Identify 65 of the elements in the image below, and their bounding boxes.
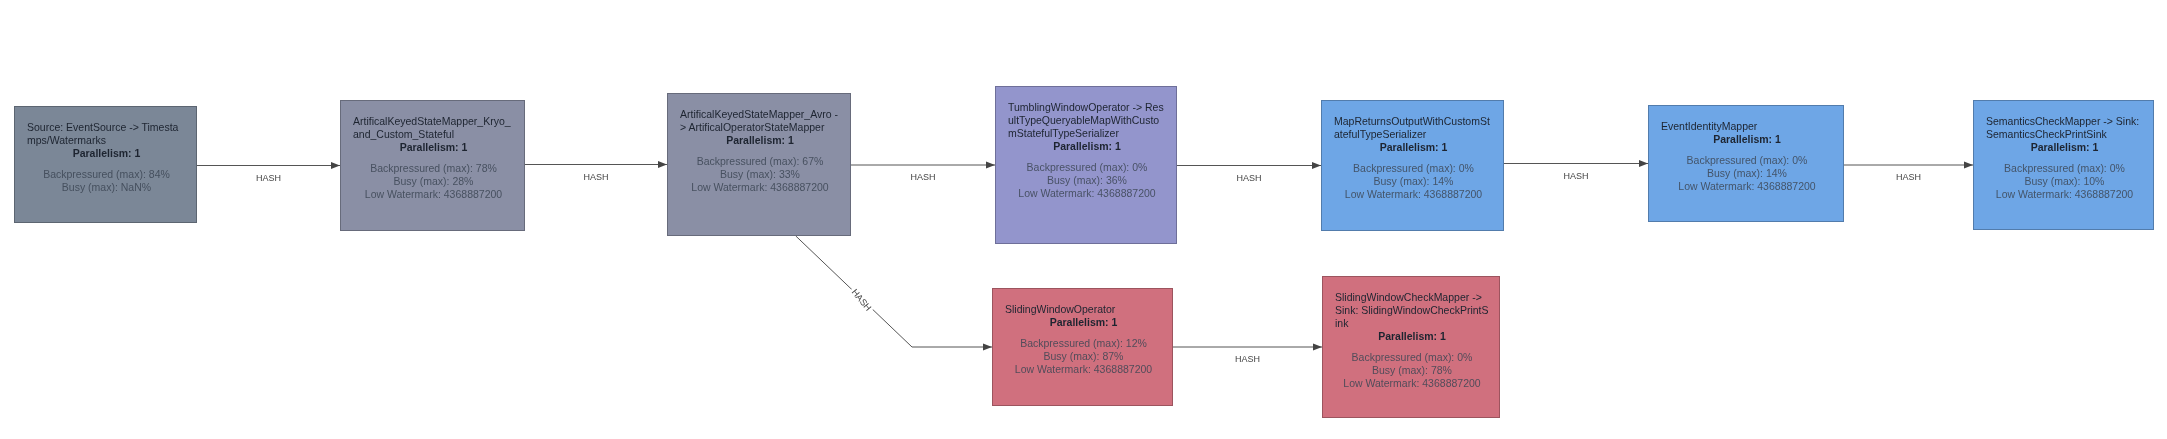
metric-text: Busy (max): 10% (2023, 175, 2106, 188)
edge-label: HASH (254, 172, 283, 183)
parallelism-text: Parallelism: 1 (1052, 140, 1122, 153)
operator-name: ArtificalKeyedStateMapper_Kryo_and_Custom_Stateful (353, 115, 512, 141)
edge-label: HASH (908, 172, 938, 182)
metric-text: Backpressured (max): 78% (369, 162, 498, 175)
metric-text: Backpressured (max): 12% (1019, 337, 1148, 350)
operator-box (14, 106, 197, 223)
operator-name: ArtificalKeyedStateMapper_Avro -> ArtificalOperatorStateMapper (680, 108, 839, 134)
arrow (1176, 161, 1322, 170)
operator-name: EventIdentityMapper (1661, 120, 1759, 133)
metric-text: Low Watermark: 4368887200 (1017, 187, 1157, 200)
arrow (1503, 159, 1649, 168)
edge-label: HASH (1561, 170, 1591, 181)
operator-name: SlidingWindowOperator (1005, 303, 1117, 316)
operator-name: SlidingWindowCheckMapper -> Sink: SlidingWindowCheckPrintSink (1335, 291, 1489, 330)
parallelism-text: Parallelism: 1 (2029, 141, 2100, 154)
parallelism-text: Parallelism: 1 (1378, 141, 1449, 154)
metric-text: Low Watermark: 4368887200 (1994, 188, 2135, 201)
arrow (1843, 161, 1974, 169)
metric-text: Low Watermark: 4368887200 (1342, 377, 1482, 390)
parallelism-text: Parallelism: 1 (725, 134, 795, 147)
operator-box (995, 86, 1177, 244)
operator-name: MapReturnsOutputWithCustomStatefulTypeSerializer (1334, 115, 1491, 141)
operator-box (992, 288, 1173, 406)
operator-box (1321, 100, 1504, 231)
metric-text: Low Watermark: 4368887200 (690, 181, 830, 194)
metric-text: Busy (max): 36% (1046, 174, 1128, 187)
metric-text: Low Watermark: 4368887200 (363, 188, 504, 201)
metric-text: Low Watermark: 4368887200 (1677, 180, 1817, 193)
edge-label: HASH (581, 171, 611, 182)
operator-box (667, 93, 851, 236)
metric-text: Busy (max): 14% (1706, 167, 1788, 180)
edge-label: HASH (1234, 172, 1264, 183)
edge-label: HASH (1233, 354, 1262, 364)
parallelism-text: Parallelism: 1 (398, 141, 469, 154)
parallelism-text: Parallelism: 1 (1712, 133, 1782, 146)
metric-text: Busy (max): 87% (1042, 350, 1125, 363)
metric-text: Busy (max): 28% (392, 175, 475, 188)
operator-box (1973, 100, 2154, 230)
edge-label: HASH (1894, 172, 1923, 182)
metric-text: Backpressured (max): 0% (1350, 351, 1474, 364)
parallelism-text: Parallelism: 1 (1048, 316, 1119, 329)
metric-text: Busy (max): 14% (1372, 175, 1455, 188)
operator-box (1648, 105, 1844, 222)
metric-text: Backpressured (max): 0% (1352, 162, 1475, 175)
parallelism-text: Parallelism: 1 (1377, 330, 1447, 343)
metric-text: Backpressured (max): 0% (2003, 162, 2126, 175)
operator-name: SemanticsCheckMapper -> Sink: SemanticsCheckPrintSink (1986, 115, 2141, 141)
metric-text: Backpressured (max): 67% (695, 155, 825, 168)
operator-name: Source: EventSource -> Timestamps/Watermarks (27, 121, 180, 147)
metric-text: Backpressured (max): 0% (1025, 161, 1149, 174)
arrow (1172, 343, 1323, 351)
metric-text: Busy (max): 33% (719, 168, 801, 181)
parallelism-text: Parallelism: 1 (71, 147, 142, 160)
arrow (196, 161, 341, 170)
metric-text: Low Watermark: 4368887200 (1343, 188, 1484, 201)
arrow (524, 160, 668, 169)
operator-name: TumblingWindowOperator -> ResultTypeQueryableMapWithCustomStatefulTypeSerializer (1008, 101, 1165, 140)
operator-box (1322, 276, 1500, 418)
arrow (850, 161, 996, 169)
metric-text: Low Watermark: 4368887200 (1013, 363, 1154, 376)
operator-box (340, 100, 525, 231)
metric-text: Backpressured (max): 0% (1685, 154, 1809, 167)
metric-text: Busy (max): 78% (1371, 364, 1453, 377)
